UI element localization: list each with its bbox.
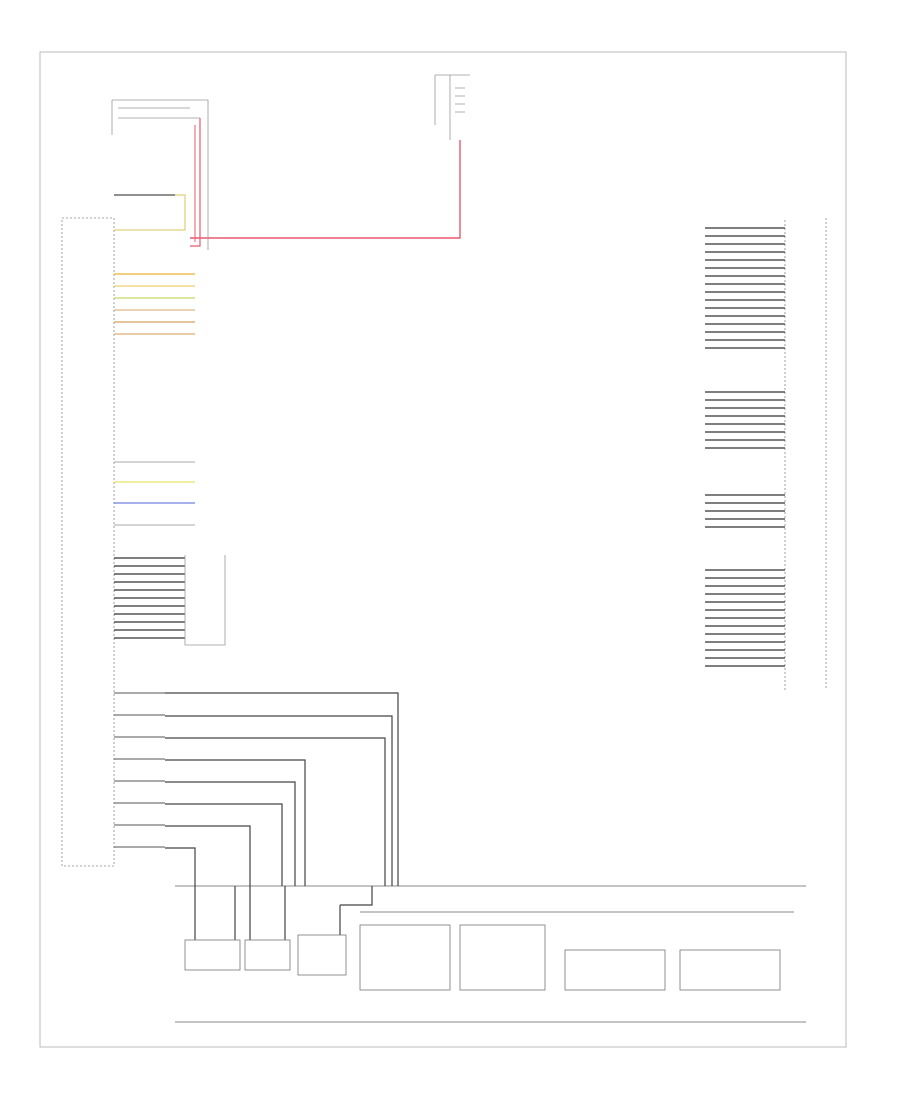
power-wire bbox=[190, 140, 461, 239]
top-left-component bbox=[111, 99, 209, 250]
bottom-harness bbox=[165, 692, 806, 1023]
colored-wires bbox=[114, 194, 195, 526]
connector-block bbox=[184, 555, 226, 646]
steering-module-right bbox=[784, 218, 827, 690]
switch-boxes bbox=[184, 924, 781, 991]
fuse-block-top bbox=[434, 74, 470, 140]
page-border bbox=[39, 51, 847, 1048]
red-wire-2 bbox=[190, 118, 201, 247]
left-pin-rows bbox=[114, 557, 185, 848]
steering-module-left bbox=[61, 217, 115, 867]
right-pin-rows bbox=[705, 227, 785, 667]
